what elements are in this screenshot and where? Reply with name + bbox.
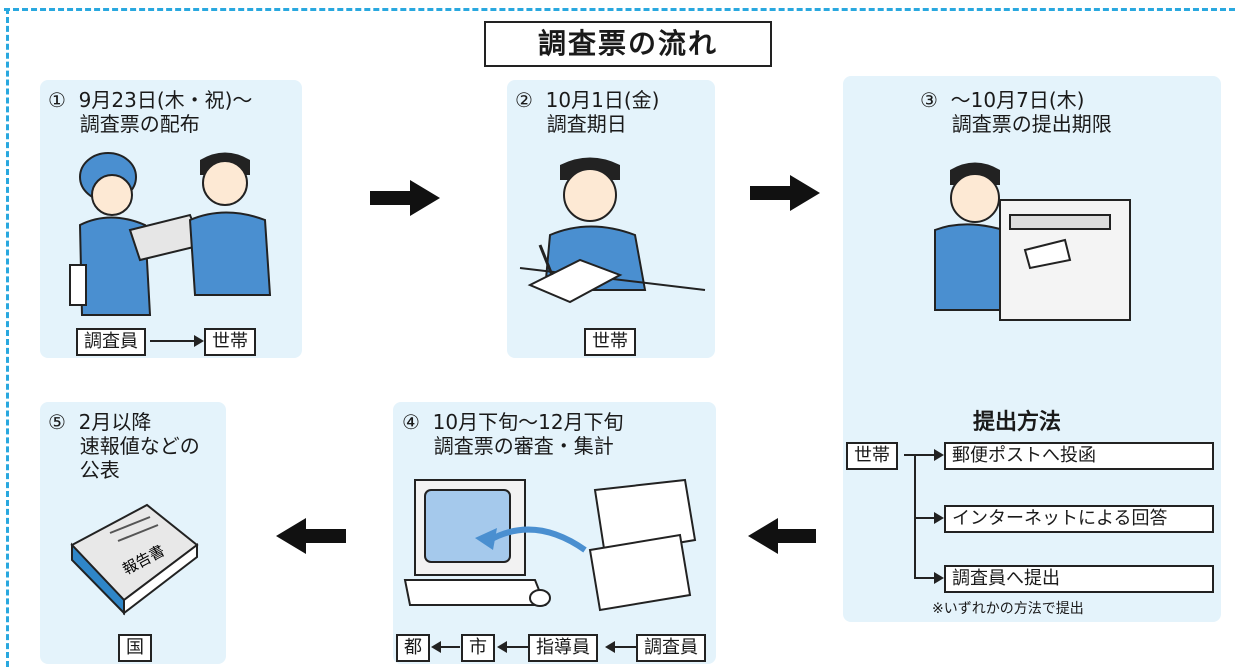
method-connector [914, 517, 936, 519]
method-enumerator: 調査員へ提出 [944, 565, 1214, 593]
step-5-flow-to: 国 [118, 634, 152, 662]
person-writing-illustration [519, 157, 706, 304]
method-connector [904, 454, 916, 456]
step-2-title: ② 10月1日(金) 調査期日 [515, 88, 660, 136]
method-arrowhead [934, 572, 944, 584]
step-1-flow-from: 調査員 [76, 328, 146, 356]
step-4-flow-2: 市 [461, 634, 495, 662]
delivery-illustration [69, 152, 272, 316]
method-arrowhead [934, 449, 944, 461]
step-4-flow-line [440, 646, 460, 648]
step-4-flow-3: 指導員 [528, 634, 598, 662]
submission-source: 世帯 [846, 442, 898, 470]
arrow-right-icon [370, 180, 440, 216]
arrow-left-icon [276, 518, 346, 554]
step-4-flow-arrowhead [431, 641, 441, 653]
method-post: 郵便ポストへ投函 [944, 442, 1214, 470]
step-4-flow-arrowhead [497, 641, 507, 653]
mailbox-illustration [934, 162, 1131, 321]
computer-icon [403, 478, 697, 612]
arrow-left-icon [748, 518, 816, 554]
step-3-title: ③ 〜10月7日(木) 調査票の提出期限 [920, 88, 1112, 136]
method-arrowhead [934, 512, 944, 524]
step-4-flow-arrowhead [605, 641, 615, 653]
step-2-panel [507, 80, 715, 358]
report-book-icon: 報告書 [70, 503, 199, 616]
step-1-flow-to: 世帯 [204, 328, 256, 356]
step-1-title: ① 9月23日(木・祝)〜 調査票の配布 [48, 88, 253, 136]
method-connector [914, 454, 936, 456]
method-connector [914, 577, 936, 579]
submission-methods-title: 提出方法 [973, 410, 1062, 435]
step-2-flow-to: 世帯 [584, 328, 636, 356]
step-4-flow-line [614, 646, 636, 648]
step-4-flow-4: 調査員 [636, 634, 706, 662]
method-connector-vertical [914, 454, 916, 578]
step-4-flow-1: 都 [396, 634, 430, 662]
step-1-flow-line [150, 340, 196, 342]
dashed-border-left [6, 8, 9, 667]
submission-note: ※いずれかの方法で提出 [932, 601, 1084, 617]
step-4-title: ④ 10月下旬〜12月下旬 調査票の審査・集計 [402, 410, 624, 458]
step-5-title: ⑤ 2月以降 速報値などの 公表 [48, 410, 200, 482]
diagram-title: 調査票の流れ [484, 21, 772, 67]
step-4-flow-line [506, 646, 528, 648]
dashed-border-top [4, 8, 1235, 11]
arrow-right-icon [750, 175, 820, 211]
step-1-flow-arrowhead [194, 335, 204, 347]
step-3-panel [843, 76, 1221, 622]
method-internet: インターネットによる回答 [944, 505, 1214, 533]
